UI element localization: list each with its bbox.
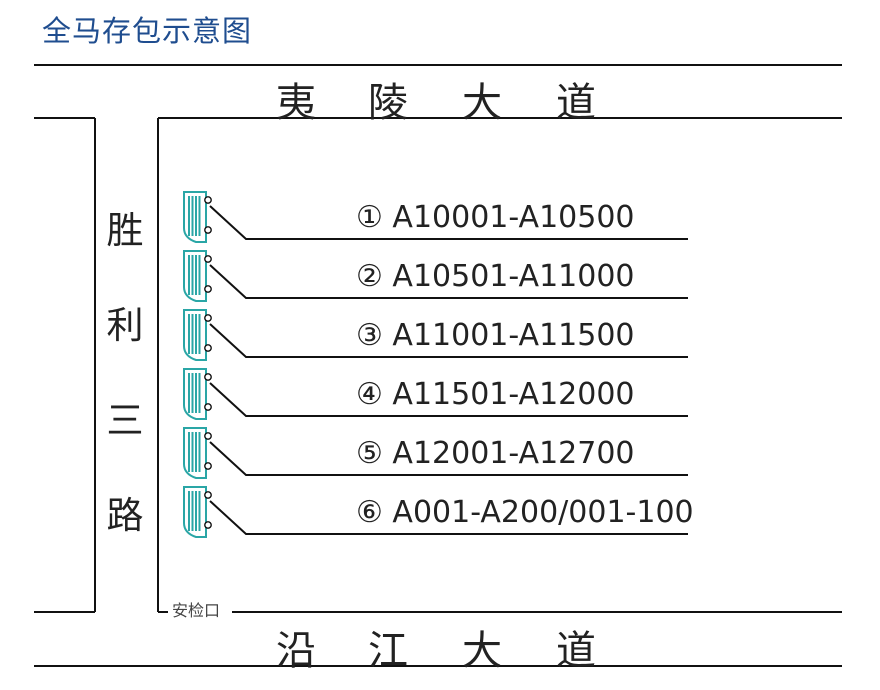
road-left-char: 路 (106, 494, 144, 537)
truck-rack-icon (183, 309, 212, 361)
road-left-char: 三 (106, 399, 144, 442)
stall-1 (183, 191, 688, 243)
stall-label-3: ③ A11001-A11500 (356, 318, 635, 353)
security-gate-label: 安检口 (172, 601, 221, 620)
road-bottom-char: 道 (556, 628, 596, 674)
truck-rack-icon (183, 250, 212, 302)
stall-label-1: ① A10001-A10500 (356, 200, 635, 235)
stall-leader-line (209, 500, 688, 535)
stall-leader-line (209, 441, 688, 476)
road-left-char: 胜 (106, 209, 144, 252)
truck-rack-icon (183, 191, 212, 243)
stall-leader-line (209, 264, 688, 299)
road-bottom-char: 江 (368, 628, 408, 674)
truck-rack-icon (183, 427, 212, 479)
stall-leader-line (209, 323, 688, 358)
stall-label-4: ④ A11501-A12000 (356, 377, 635, 412)
page-title: 全马存包示意图 (42, 14, 253, 48)
road-top-char: 陵 (368, 80, 408, 126)
road-top-char: 夷 (276, 80, 316, 126)
road-bottom-char: 沿 (276, 628, 316, 674)
road-bottom-char: 大 (462, 628, 502, 674)
stall-2 (183, 250, 688, 302)
truck-rack-icon (183, 368, 212, 420)
stall-leader-line (209, 205, 688, 240)
road-top-char: 大 (462, 80, 502, 126)
stall-5 (183, 427, 688, 479)
stall-4 (183, 368, 688, 420)
stall-3 (183, 309, 688, 361)
truck-rack-icon (183, 486, 212, 538)
stall-label-2: ② A10501-A11000 (356, 259, 635, 294)
stall-6 (183, 486, 688, 538)
stall-leader-line (209, 382, 688, 417)
road-left-char: 利 (106, 304, 144, 347)
stall-label-5: ⑤ A12001-A12700 (356, 436, 635, 471)
road-top-char: 道 (556, 80, 596, 126)
stall-label-6: ⑥ A001-A200/001-100 (356, 495, 694, 530)
